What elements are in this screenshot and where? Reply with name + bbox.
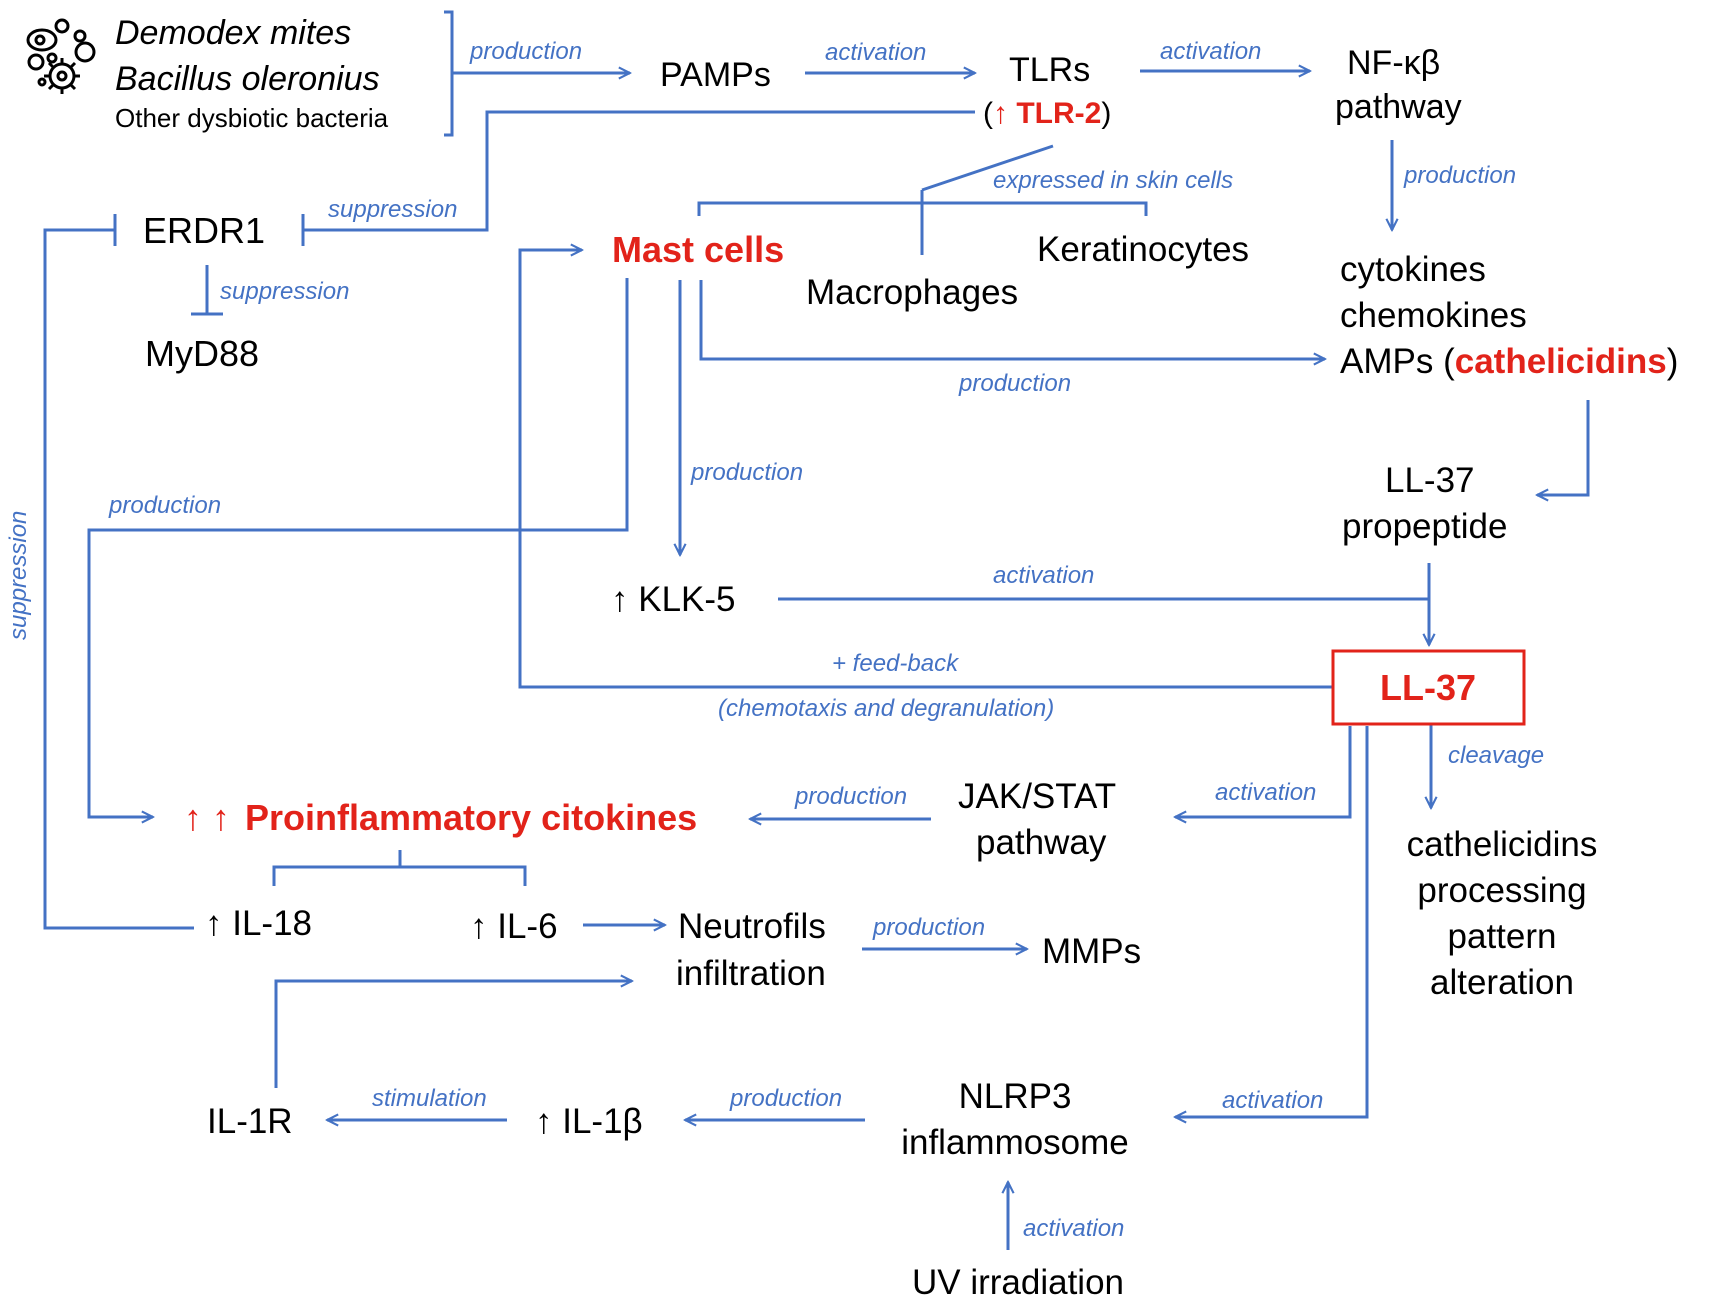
node-proinflammatory-citokines: Proinflammatory citokines xyxy=(245,797,697,838)
label-production-klk5: production xyxy=(690,459,803,486)
arrow-mast-proinfl xyxy=(87,278,629,817)
label-production-mmps: production xyxy=(872,914,985,941)
label-activation-uv: activation xyxy=(1023,1215,1124,1242)
node-nlrp3-1: NLRP3 xyxy=(959,1077,1072,1116)
label-feedback: + feed-back xyxy=(832,650,960,677)
microbes-icon xyxy=(26,18,96,94)
arrow-il1r-neutro xyxy=(274,981,632,1088)
label-production-pamps: production xyxy=(469,38,582,65)
line-il18-erdr1 xyxy=(43,228,194,930)
node-keratinocytes: Keratinocytes xyxy=(1037,230,1249,269)
node-cytokines: cytokines xyxy=(1340,250,1486,289)
label-production-jak: production xyxy=(794,783,907,810)
label-production-il1b: production xyxy=(729,1085,842,1112)
node-cathelicidins-3: pattern xyxy=(1448,917,1557,956)
node-il6: ↑ IL-6 xyxy=(470,907,558,946)
node-mast-cells: Mast cells xyxy=(612,229,784,270)
label-production-left: production xyxy=(108,492,221,519)
label-activation-nlrp3: activation xyxy=(1222,1087,1323,1114)
label-suppression-myd88: suppression xyxy=(220,278,349,305)
label-activation-tlrs: activation xyxy=(825,39,926,66)
label-expressed-in-skin-cells: expressed in skin cells xyxy=(993,167,1233,194)
label-activation-jak: activation xyxy=(1215,779,1316,806)
label-suppression-erdr1: suppression xyxy=(328,196,457,223)
node-jak-stat-1: JAK/STAT xyxy=(958,777,1116,816)
node-cathelicidins-1: cathelicidins xyxy=(1407,825,1598,864)
label-production-mast-amps: production xyxy=(958,370,1071,397)
nodes: Demodex mites Bacillus oleronius Other d… xyxy=(115,14,1678,1301)
node-macrophages: Macrophages xyxy=(806,273,1018,312)
node-dysbiotic: Other dysbiotic bacteria xyxy=(115,103,389,133)
edge-labels: production activation activation product… xyxy=(5,38,1544,1242)
node-myd88: MyD88 xyxy=(145,333,259,374)
node-il1b: ↑ IL-1β xyxy=(535,1102,643,1141)
node-mmps: MMPs xyxy=(1042,932,1141,971)
node-ll37: LL-37 xyxy=(1380,667,1476,708)
node-ll37-propeptide-2: propeptide xyxy=(1342,507,1507,546)
node-tlrs: TLRs xyxy=(1009,51,1090,89)
label-activation-nfkb: activation xyxy=(1160,38,1261,65)
label-suppression-side: suppression xyxy=(5,511,32,640)
node-ll37-propeptide-1: LL-37 xyxy=(1385,461,1475,500)
node-nfkb-2: pathway xyxy=(1335,88,1462,126)
ll37-box xyxy=(1331,649,1526,726)
node-neutrofils-2: infiltration xyxy=(676,954,826,993)
node-uv-irradiation: UV irradiation xyxy=(912,1263,1124,1301)
arrow-ll37-mast-feedback xyxy=(518,250,1333,689)
line-tlr-skincells xyxy=(921,144,1054,192)
node-nlrp3-2: inflammosome xyxy=(901,1123,1129,1162)
connectors xyxy=(43,10,1590,1250)
node-proinfl-arrows: ↑ ↑ xyxy=(184,797,230,838)
node-bacillus: Bacillus oleronius xyxy=(115,60,380,98)
node-neutrofils-1: Neutrofils xyxy=(678,907,826,946)
node-il18: ↑ IL-18 xyxy=(205,904,312,943)
node-cathelicidins-4: alteration xyxy=(1430,963,1574,1002)
node-il1r: IL-1R xyxy=(207,1102,293,1141)
node-tlr2: (↑ TLR-2) xyxy=(983,97,1111,130)
arrow-ll37-jak xyxy=(1175,726,1352,817)
label-stimulation: stimulation xyxy=(372,1085,487,1112)
label-chemotaxis: (chemotaxis and degranulation) xyxy=(718,695,1054,722)
node-pamps: PAMPs xyxy=(660,56,771,94)
arrow-amps-propeptide xyxy=(1537,400,1590,495)
arrow-ll37-nlrp3 xyxy=(1175,726,1369,1117)
node-erdr1: ERDR1 xyxy=(143,210,265,251)
node-cathelicidins-2: processing xyxy=(1417,871,1586,910)
proinfl-bracket xyxy=(272,850,527,886)
source-bracket xyxy=(444,10,454,137)
node-jak-stat-2: pathway xyxy=(976,823,1107,862)
label-production-nfkb: production xyxy=(1403,162,1516,189)
node-chemokines: chemokines xyxy=(1340,296,1527,335)
node-amps: AMPs (cathelicidins) xyxy=(1340,342,1678,381)
node-klk5: ↑ KLK-5 xyxy=(611,580,736,619)
line-tlr-erdr1 xyxy=(303,110,975,232)
label-activation-klk5: activation xyxy=(993,562,1094,589)
arrow-mast-amps xyxy=(699,280,1325,359)
node-demodex: Demodex mites xyxy=(115,14,351,52)
label-cleavage: cleavage xyxy=(1448,742,1544,769)
node-nfkb-1: NF-κβ xyxy=(1347,44,1440,82)
